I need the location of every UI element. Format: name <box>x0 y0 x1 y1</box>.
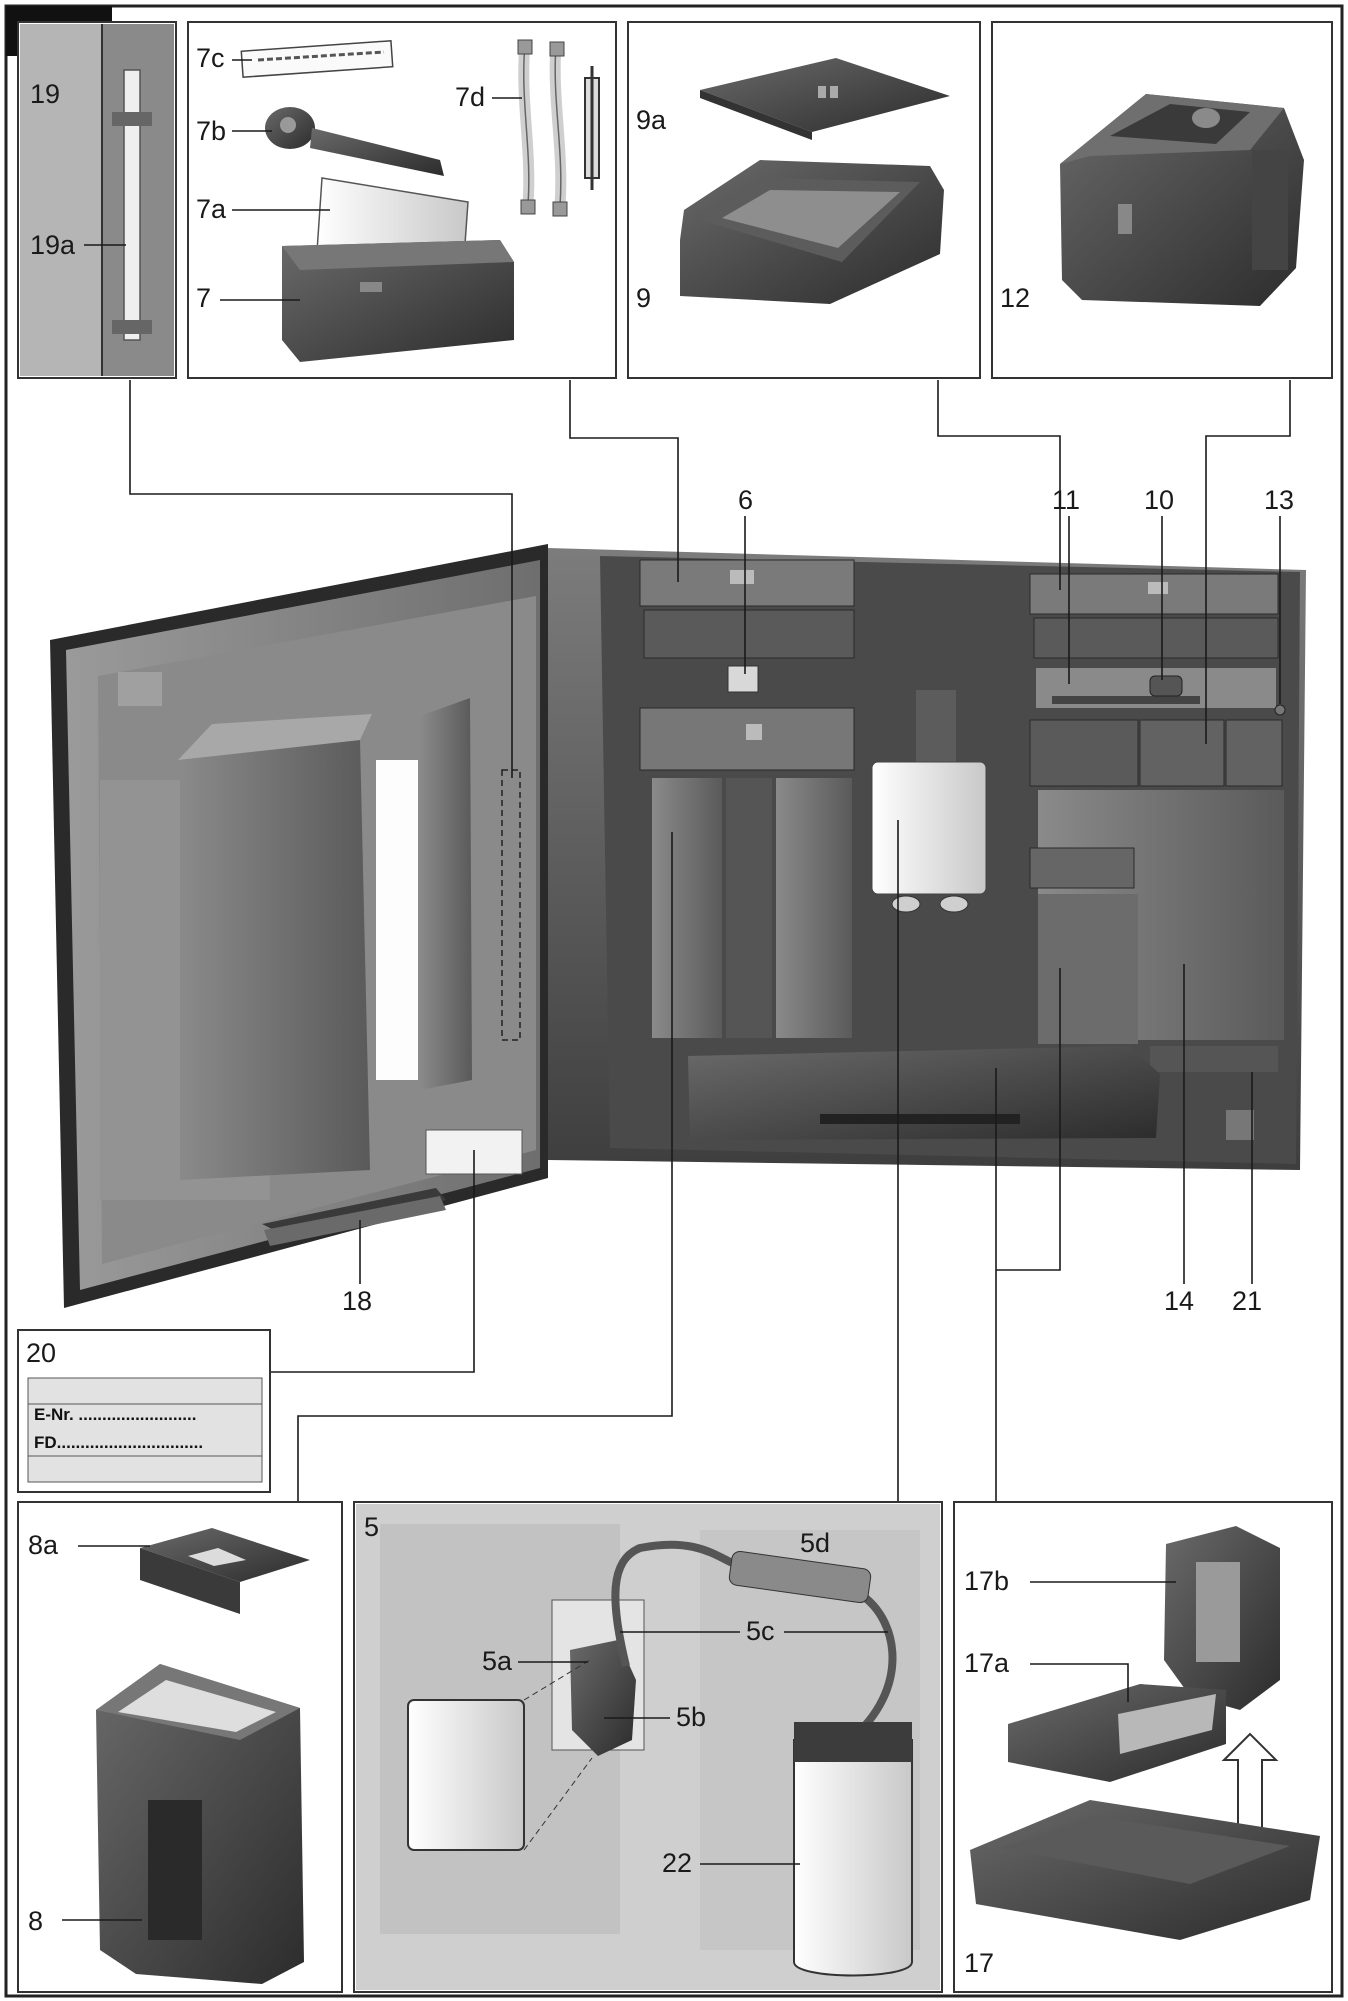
label-9a: 9a <box>636 105 667 135</box>
label-11: 11 <box>1052 485 1080 515</box>
door-rail-19a <box>123 69 141 341</box>
appliance <box>50 544 1306 1308</box>
rating-plate-enr: E-Nr. ......................... <box>34 1405 196 1424</box>
indicator-13 <box>1274 704 1286 716</box>
label-14: 14 <box>1164 1286 1194 1316</box>
milk-container-22 <box>793 1739 913 1977</box>
slider-10 <box>1149 675 1183 697</box>
label-17b: 17b <box>964 1566 1009 1596</box>
panel-7: 7c 7b 7a 7 7d <box>187 21 617 379</box>
label-12: 12 <box>1000 283 1030 313</box>
label-8a: 8a <box>28 1530 59 1560</box>
coupling-5b <box>570 1640 636 1756</box>
drip-tray-17 <box>688 1046 1160 1140</box>
label-7c: 7c <box>196 43 225 73</box>
test-strip-7c <box>240 39 394 79</box>
main-callouts: 6 11 10 13 18 14 21 <box>129 380 1294 1502</box>
label-10: 10 <box>1144 485 1174 515</box>
label-7d: 7d <box>455 82 485 112</box>
outlet-cover <box>407 1699 525 1851</box>
panel-9: 9a 9 <box>627 21 981 379</box>
label-5a: 5a <box>482 1646 513 1676</box>
label-5: 5 <box>364 1512 379 1542</box>
switch-6 <box>727 665 759 693</box>
label-20: 20 <box>26 1338 56 1368</box>
outlet-5 <box>871 761 987 895</box>
panel-20: 20 E-Nr. ......................... FD...… <box>17 1329 271 1493</box>
label-17a: 17a <box>964 1648 1010 1678</box>
label-9: 9 <box>636 283 651 313</box>
rating-plate-fd: FD............................... <box>34 1433 203 1452</box>
panel-19: 19 19a <box>17 21 177 379</box>
label-7a: 7a <box>196 194 227 224</box>
label-6: 6 <box>738 485 753 515</box>
panel-8: 8a 8 <box>17 1501 343 1993</box>
accessory-box-7 <box>282 240 514 362</box>
panel-17: 17b 17a 17 <box>953 1501 1333 1993</box>
label-19: 19 <box>30 79 60 109</box>
hose-5c <box>611 1540 897 1744</box>
label-7b: 7b <box>196 116 226 146</box>
label-8: 8 <box>28 1906 43 1936</box>
label-21: 21 <box>1232 1286 1262 1316</box>
heater-5d <box>728 1550 872 1604</box>
label-13: 13 <box>1264 485 1294 515</box>
label-17: 17 <box>964 1948 994 1978</box>
label-7: 7 <box>196 283 211 313</box>
label-18: 18 <box>342 1286 372 1316</box>
label-5d: 5d <box>800 1528 830 1558</box>
panel-5: 5 5d 5c 5a 5b 22 <box>353 1501 943 1993</box>
panel-12: 12 <box>991 21 1333 379</box>
label-22: 22 <box>662 1848 692 1878</box>
label-5b: 5b <box>676 1702 706 1732</box>
label-5c: 5c <box>746 1616 775 1646</box>
label-19a: 19a <box>30 230 76 260</box>
